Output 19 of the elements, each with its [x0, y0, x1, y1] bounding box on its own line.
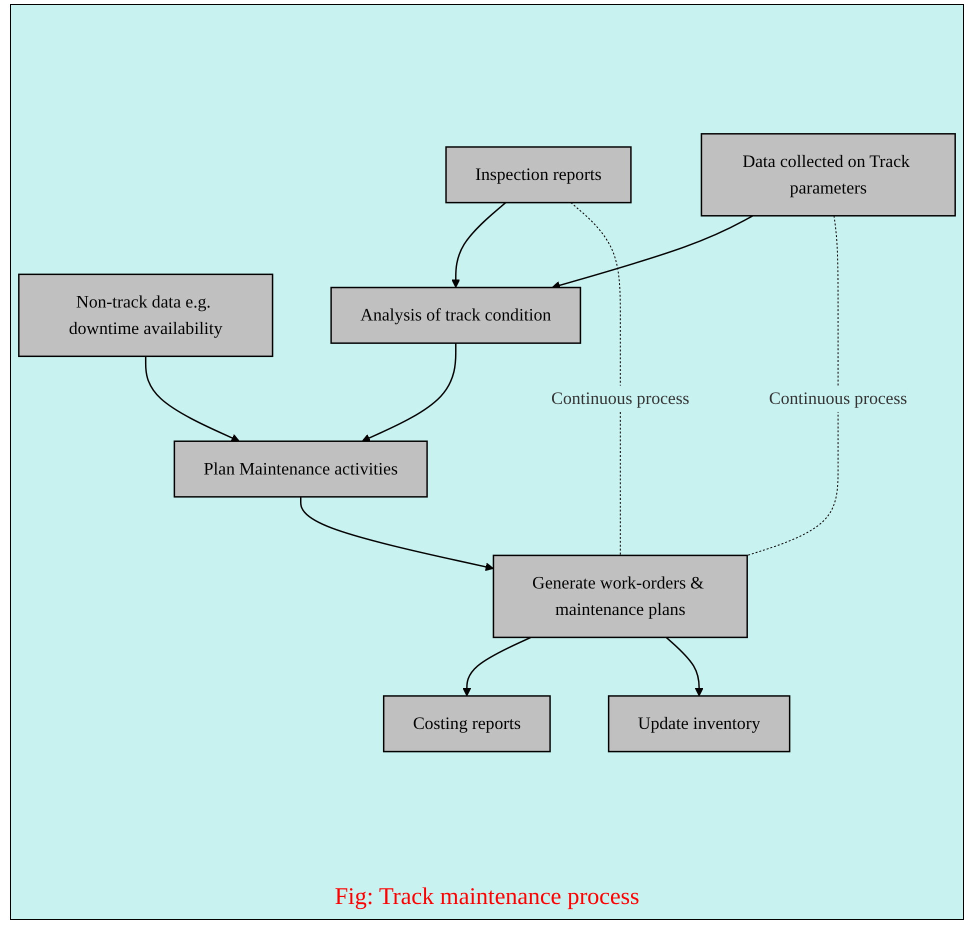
arrow	[666, 636, 704, 696]
node-box: Data collected on Track parameters	[700, 132, 956, 216]
figure-caption: Fig: Track maintenance process	[334, 884, 640, 911]
node-box: Plan Maintenance activities	[174, 440, 428, 498]
arrow	[462, 636, 532, 696]
edge-label: Continuous process	[551, 388, 690, 408]
connector	[570, 202, 621, 556]
node-box: Costing reports	[382, 695, 551, 752]
node-box: Generate work-orders & maintenance plans	[492, 554, 748, 638]
node-box: Update inventory	[608, 695, 790, 752]
arrow	[144, 356, 240, 442]
arrow	[362, 342, 456, 442]
node-box: Analysis of track condition	[330, 286, 582, 344]
node-box: Non-track data e.g. downtime availability	[18, 273, 274, 357]
connector	[746, 215, 839, 556]
arrow	[451, 202, 506, 288]
node-box: Inspection reports	[445, 146, 632, 204]
arrow	[300, 496, 494, 571]
edge-label: Continuous process	[769, 388, 908, 408]
